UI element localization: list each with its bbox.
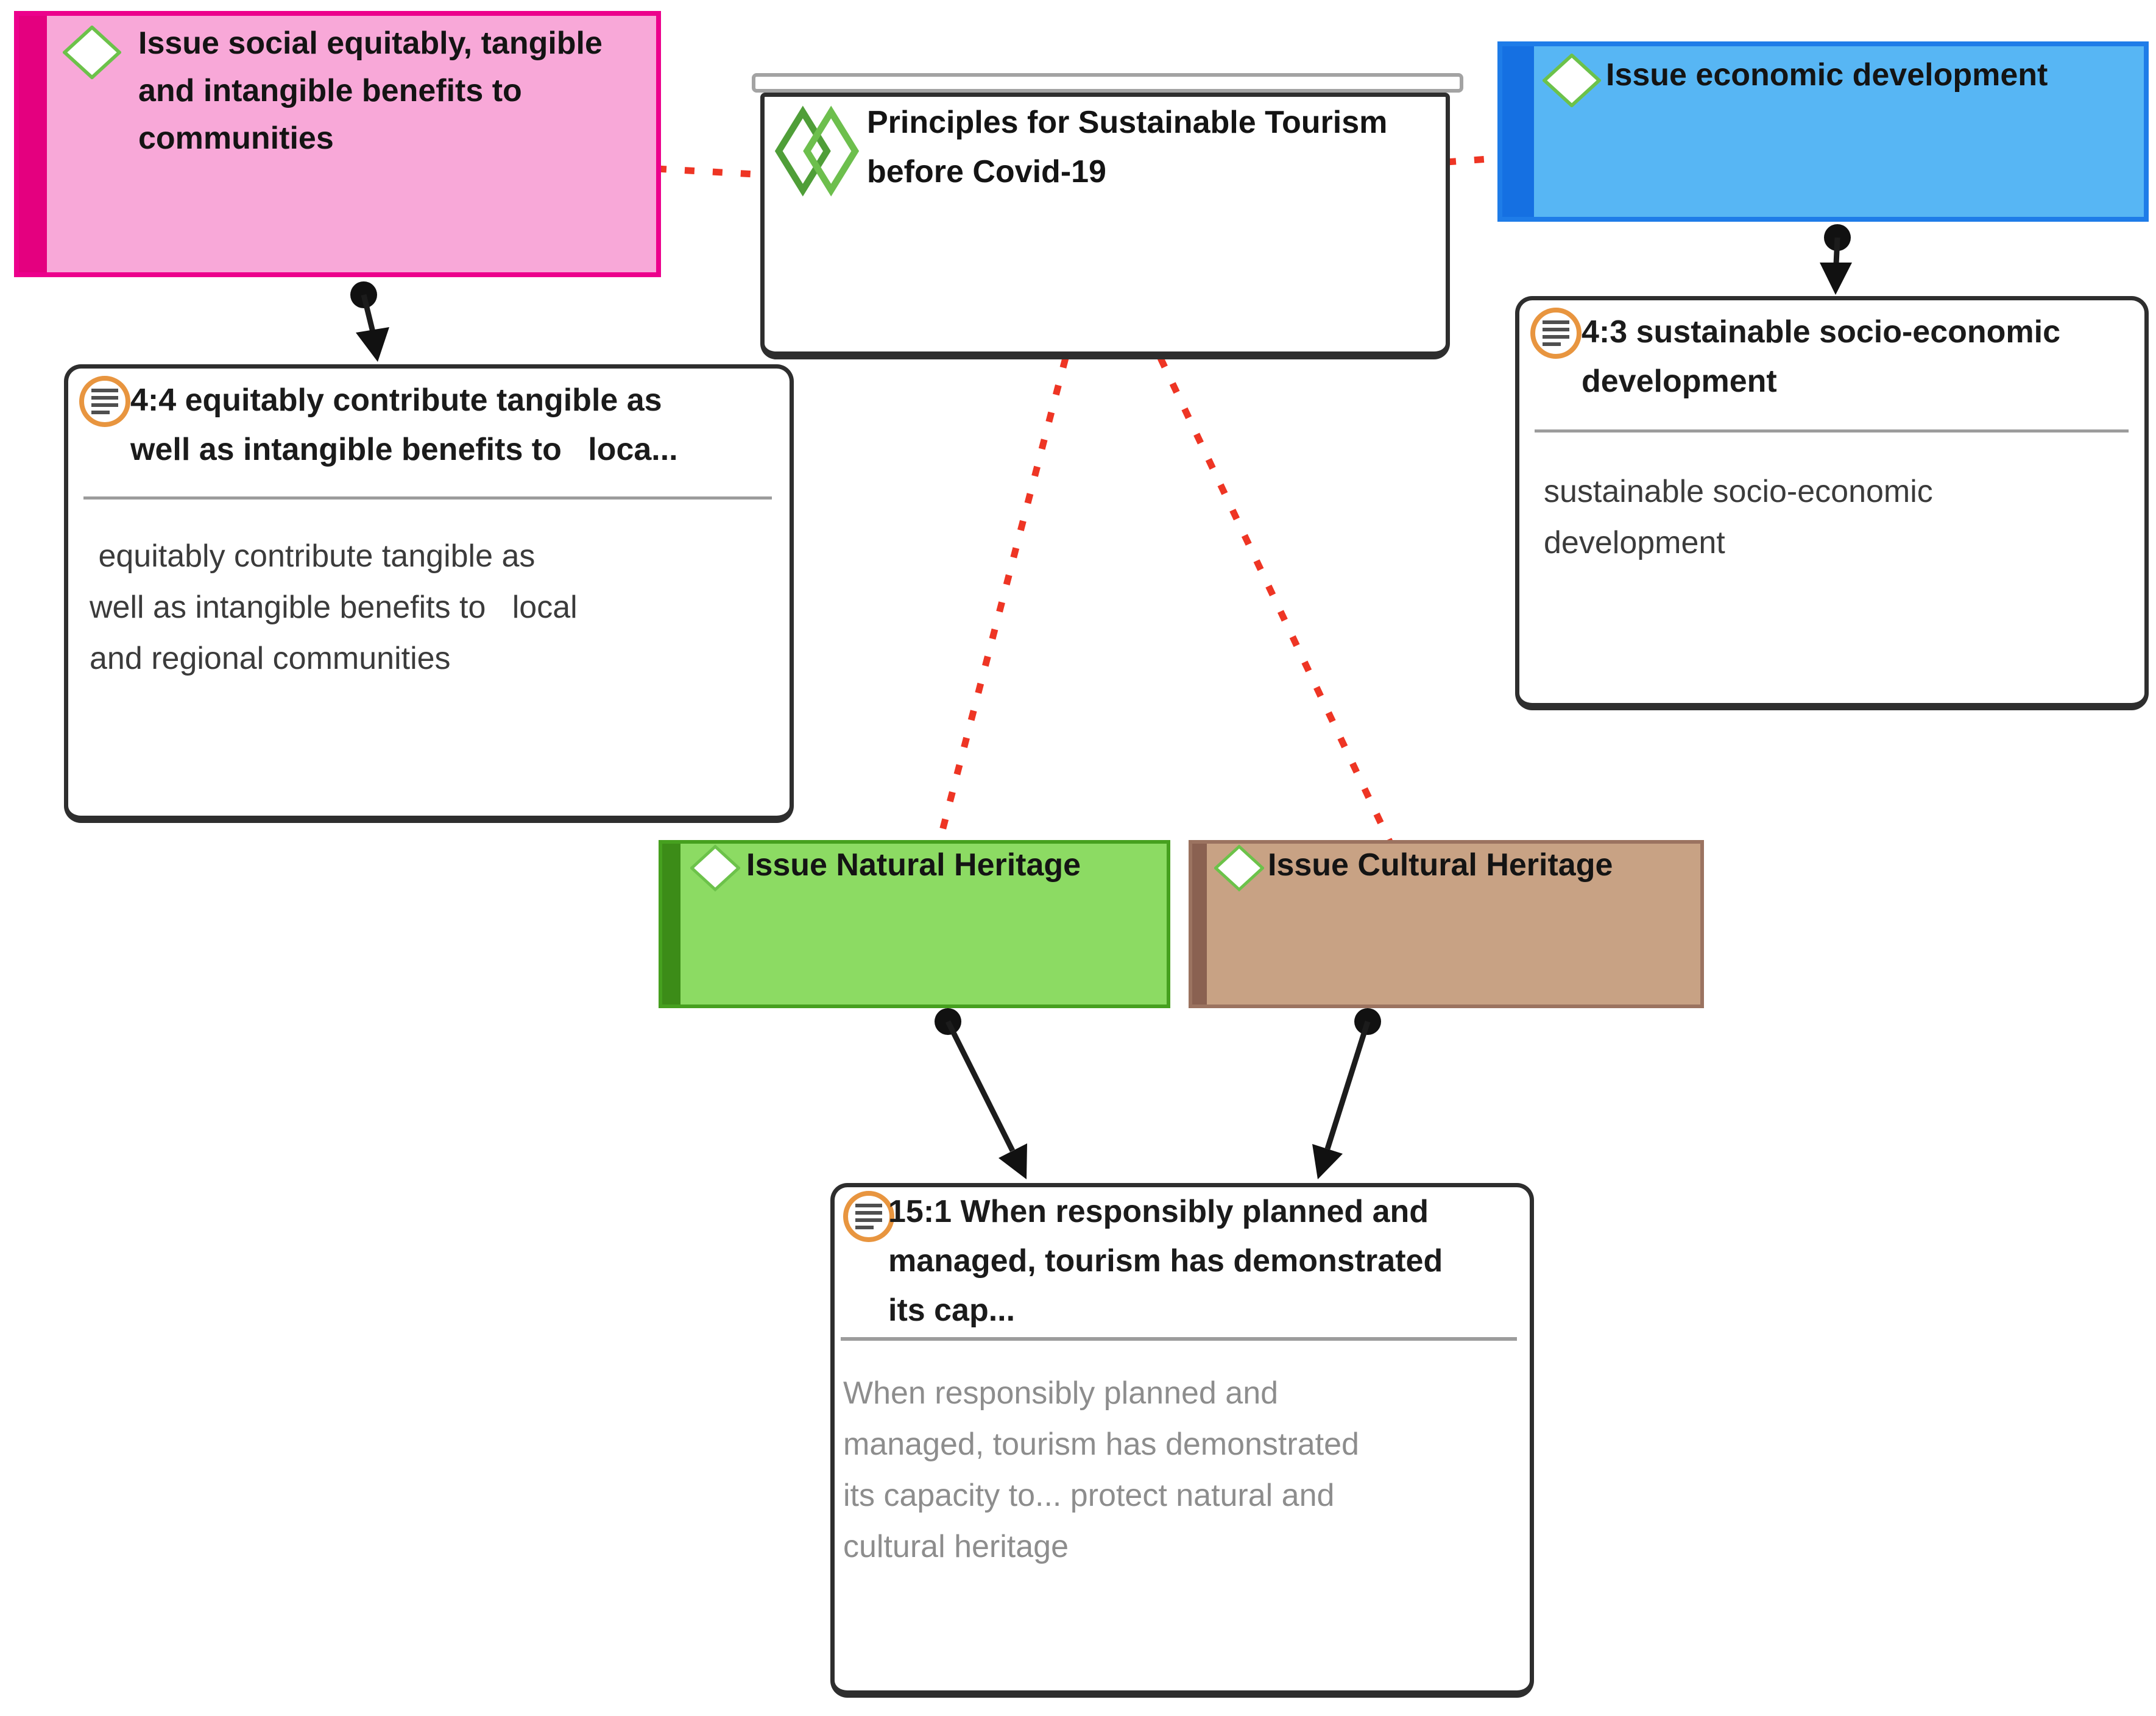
code-node-social[interactable]: Issue social equitably, tangible and int… bbox=[14, 11, 661, 277]
divider bbox=[1535, 429, 2129, 433]
quotation-title: 15:1 When responsibly planned and manage… bbox=[888, 1194, 1443, 1328]
group-node-top-bar bbox=[752, 73, 1463, 93]
quotation-node-4-3[interactable]: 4:3 sustainable socio-economic developme… bbox=[1515, 296, 2149, 710]
arrow-economic-to-quote43[interactable] bbox=[1820, 224, 1852, 295]
code-color-bar bbox=[1192, 844, 1207, 1005]
link-social-to-group[interactable] bbox=[656, 165, 766, 178]
code-label: Issue social equitably, tangible and int… bbox=[138, 26, 603, 156]
code-color-bar bbox=[1502, 46, 1534, 217]
quotation-node-4-4[interactable]: 4:4 equitably contribute tangible as wel… bbox=[64, 364, 794, 823]
code-color-bar bbox=[19, 16, 47, 272]
code-color-bar bbox=[662, 844, 680, 1005]
quotation-body: sustainable socio-economic development bbox=[1544, 474, 1933, 560]
quotation-icon bbox=[843, 1191, 894, 1242]
quotation-icon bbox=[1530, 308, 1582, 359]
code-diamond-icon bbox=[1214, 844, 1264, 892]
quotation-body: When responsibly planned and managed, to… bbox=[843, 1375, 1359, 1564]
divider bbox=[83, 496, 772, 500]
quotation-node-15-1[interactable]: 15:1 When responsibly planned and manage… bbox=[830, 1183, 1534, 1698]
code-group-double-diamond-icon bbox=[774, 105, 860, 197]
code-label: Issue Cultural Heritage bbox=[1268, 847, 1613, 883]
quotation-body: equitably contribute tangible as well as… bbox=[90, 538, 578, 676]
code-node-cultural-heritage[interactable]: Issue Cultural Heritage bbox=[1189, 840, 1704, 1008]
link-group-to-cultural[interactable] bbox=[1158, 356, 1395, 849]
code-diamond-icon bbox=[690, 844, 740, 892]
arrow-social-to-quote44[interactable] bbox=[350, 281, 389, 362]
code-diamond-icon bbox=[63, 26, 121, 79]
arrow-natural-to-quote151[interactable] bbox=[935, 1008, 1027, 1179]
code-node-natural-heritage[interactable]: Issue Natural Heritage bbox=[659, 840, 1170, 1008]
group-node-principles[interactable]: Principles for Sustainable Tourism befor… bbox=[760, 93, 1450, 359]
code-label: Issue economic development bbox=[1606, 57, 2048, 93]
quotation-title: 4:3 sustainable socio-economic developme… bbox=[1582, 314, 2061, 399]
divider bbox=[841, 1337, 1517, 1341]
code-label: Issue Natural Heritage bbox=[746, 847, 1081, 883]
group-node-label: Principles for Sustainable Tourism befor… bbox=[867, 105, 1388, 189]
arrow-cultural-to-quote151[interactable] bbox=[1312, 1008, 1381, 1179]
quotation-title: 4:4 equitably contribute tangible as wel… bbox=[130, 383, 678, 467]
code-diamond-icon bbox=[1543, 54, 1601, 107]
code-node-economic[interactable]: Issue economic development bbox=[1497, 41, 2149, 222]
quotation-icon bbox=[79, 376, 130, 427]
link-group-to-natural[interactable] bbox=[935, 357, 1069, 848]
